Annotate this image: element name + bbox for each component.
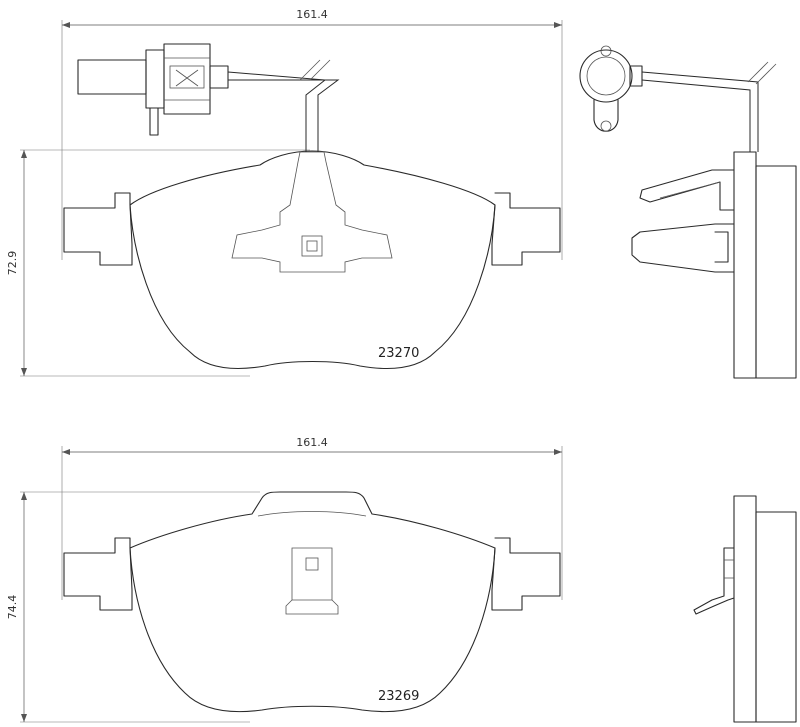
bottom-part-number: 23269	[378, 689, 419, 704]
bottom-side-backing-plate	[733, 495, 757, 723]
top-friction-material-outline	[129, 204, 496, 370]
top-height-label: 72.9	[6, 251, 19, 276]
top-side-connector	[579, 45, 643, 132]
bottom-backing-plate-outline	[63, 491, 561, 611]
top-part-number: 23270	[378, 346, 419, 361]
top-side-spring-clip	[631, 169, 735, 273]
bottom-height-label: 74.4	[6, 595, 19, 620]
bottom-side-spring-clip	[693, 547, 735, 615]
top-pad-front-view: 161.4 72.9	[6, 8, 563, 377]
bottom-center-clip	[285, 547, 339, 615]
bottom-side-friction-block	[755, 511, 797, 723]
top-sensor-housing	[231, 151, 393, 273]
top-width-label: 161.4	[296, 8, 328, 21]
bottom-height-dimension: 74.4	[6, 491, 260, 723]
bottom-pad-front-view: 161.4 74.4	[6, 436, 563, 723]
top-sensor-clip	[301, 235, 323, 257]
top-side-friction-block	[755, 165, 797, 379]
bottom-width-dimension: 161.4	[61, 436, 563, 600]
top-wear-sensor-connector	[77, 43, 229, 136]
top-pad-side-view	[579, 45, 797, 379]
bottom-friction-material-outline	[129, 547, 496, 713]
bottom-width-label: 161.4	[296, 436, 328, 449]
top-width-dimension: 161.4	[61, 8, 563, 260]
bottom-pad-side-view	[693, 495, 797, 723]
top-sensor-wire	[227, 71, 340, 152]
top-side-wire	[641, 71, 759, 152]
top-backing-plate-outline	[63, 150, 561, 266]
top-height-dimension: 72.9	[6, 149, 310, 377]
top-side-backing-plate	[733, 151, 757, 379]
